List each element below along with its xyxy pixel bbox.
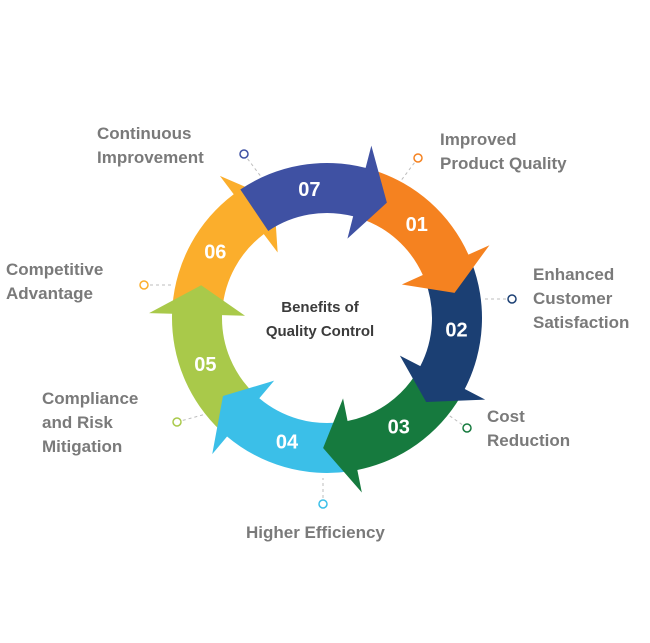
segment-number-02: 02 bbox=[445, 319, 467, 341]
connector-line-01 bbox=[399, 157, 419, 183]
label-higher-efficiency: Higher Efficiency bbox=[246, 523, 385, 542]
segment-06 bbox=[172, 175, 278, 310]
connector-line-07 bbox=[243, 153, 263, 179]
connector-line-05 bbox=[176, 413, 207, 423]
connector-dot-05 bbox=[172, 417, 182, 427]
connector-line-03 bbox=[446, 413, 468, 429]
connector-dot-07 bbox=[239, 149, 249, 159]
segment-number-06: 06 bbox=[204, 241, 226, 263]
segment-number-05: 05 bbox=[194, 354, 216, 376]
label-competitive-advantage: Competitive Advantage bbox=[6, 260, 104, 303]
segment-number-04: 04 bbox=[276, 432, 299, 454]
connector-dot-03 bbox=[462, 423, 472, 433]
label-continuous-improvement: Continuous Improvement bbox=[97, 124, 204, 167]
cycle-segments: 06 05 04 03 02 01 07 bbox=[149, 145, 490, 493]
label-cost-reduction: Cost Reduction bbox=[487, 407, 571, 450]
label-improved-product-quality: Improved Product Quality bbox=[440, 130, 567, 173]
center-title: Benefits of Quality Control bbox=[265, 299, 375, 340]
segment-07 bbox=[240, 145, 387, 239]
segment-number-01: 01 bbox=[406, 214, 428, 236]
label-enhanced-customer-satisfaction: Enhanced Customer Satisfaction bbox=[533, 265, 630, 332]
label-compliance-risk-mitigation: Compliance and Risk Mitigation bbox=[42, 389, 139, 456]
connector-dot-01 bbox=[413, 153, 423, 163]
segment-number-03: 03 bbox=[388, 416, 410, 438]
connector-dot-04 bbox=[318, 499, 328, 509]
segment-number-07: 07 bbox=[298, 179, 320, 201]
connector-dot-02 bbox=[507, 294, 517, 304]
connector-lines bbox=[139, 149, 517, 509]
segment-01 bbox=[358, 170, 490, 293]
segment-02 bbox=[399, 262, 486, 403]
segment-04 bbox=[212, 380, 350, 473]
connector-dot-06 bbox=[139, 280, 149, 290]
